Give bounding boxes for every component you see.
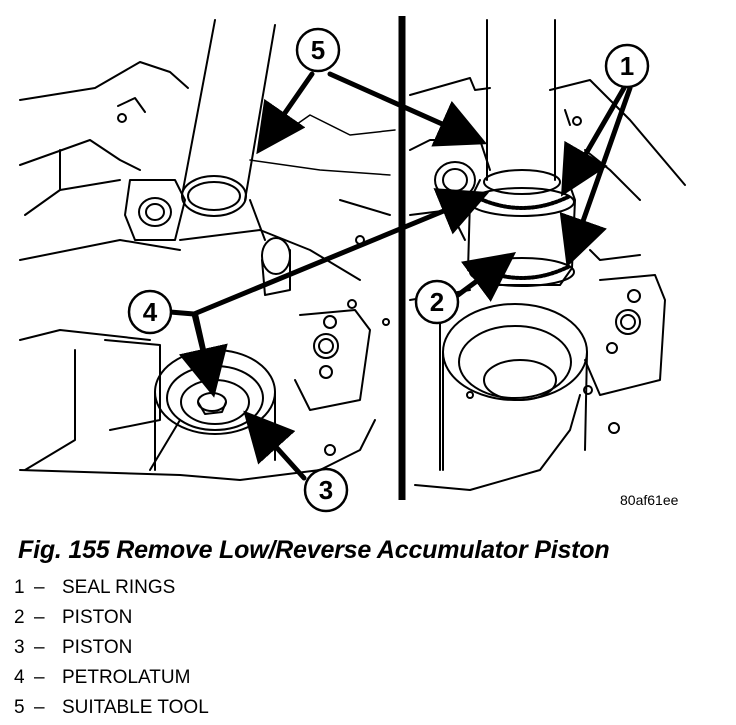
legend-number: 3 — [14, 637, 25, 658]
figure-image-id: 80af61ee — [620, 492, 679, 508]
legend-dash: – — [34, 607, 45, 628]
legend-item: 2–PISTON — [14, 605, 209, 635]
leader-2 — [455, 252, 517, 302]
piston-right — [467, 179, 576, 287]
legend-dash: – — [34, 637, 45, 658]
leader-3 — [243, 410, 307, 481]
legend-label: PISTON — [62, 637, 133, 658]
svg-text:1: 1 — [620, 51, 634, 81]
legend-dash: – — [34, 667, 45, 688]
legend-number: 4 — [14, 667, 25, 688]
legend-item: 4–PETROLATUM — [14, 665, 209, 695]
left-valve-body — [19, 61, 391, 481]
leader-5b — [327, 71, 488, 147]
callout-2: 2 — [414, 279, 460, 325]
svg-text:2: 2 — [430, 287, 444, 317]
callout-1: 1 — [604, 43, 650, 89]
figure-caption: Fig. 155 Remove Low/Reverse Accumulator … — [18, 536, 610, 564]
legend-number: 5 — [14, 697, 25, 718]
legend-dash: – — [34, 577, 45, 598]
legend-number: 1 — [14, 577, 25, 598]
callout-3: 3 — [303, 467, 349, 513]
legend-list: 1–SEAL RINGS 2–PISTON 3–PISTON 4–PETROLA… — [14, 575, 209, 725]
callout-4: 4 — [127, 289, 173, 335]
svg-text:4: 4 — [143, 297, 158, 327]
suitable-tool-left — [181, 19, 276, 217]
legend-item: 5–SUITABLE TOOL — [14, 695, 209, 725]
leader-5a — [256, 71, 315, 155]
leader-1b — [559, 85, 633, 268]
callout-5: 5 — [295, 27, 341, 73]
legend-label: SUITABLE TOOL — [62, 697, 209, 718]
accumulator-piston-illustration: 5 1 2 4 3 — [19, 16, 686, 513]
legend-item: 1–SEAL RINGS — [14, 575, 209, 605]
svg-text:3: 3 — [319, 475, 333, 505]
legend-dash: – — [34, 697, 45, 718]
suitable-tool-right — [483, 19, 561, 195]
legend-label: PISTON — [62, 607, 133, 628]
legend-item: 3–PISTON — [14, 635, 209, 665]
leader-1a — [560, 85, 627, 197]
legend-label: PETROLATUM — [62, 667, 191, 688]
legend-number: 2 — [14, 607, 25, 628]
legend-label: SEAL RINGS — [62, 577, 176, 598]
svg-text:5: 5 — [311, 35, 325, 65]
